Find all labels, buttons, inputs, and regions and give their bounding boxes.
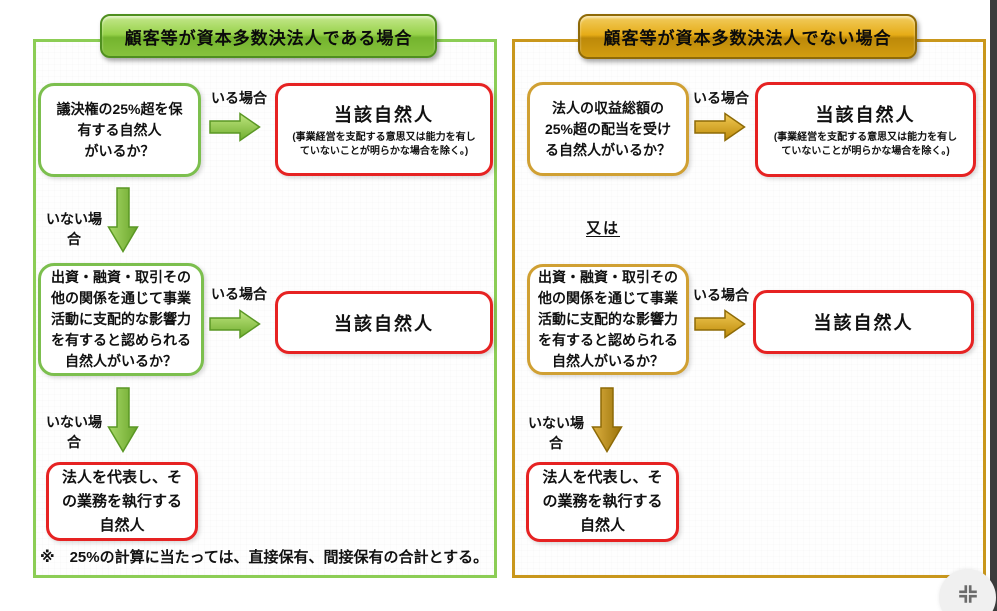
left-panel-header: 顧客等が資本多数決法人である場合 <box>100 14 437 58</box>
left-result-natural-person-1: 当該自然人 (事業経営を支配する意思又は能力を有し ていないことが明らかな場合を… <box>275 83 493 176</box>
compress-icon <box>958 585 977 603</box>
down-arrow-icon <box>107 387 139 453</box>
result-title: 当該自然人 <box>334 313 434 334</box>
right-yes-label-1: いる場合 <box>693 90 749 106</box>
right-arrow-icon <box>209 112 261 142</box>
exit-fullscreen-button[interactable] <box>939 569 996 611</box>
result-title: 当該自然人 <box>813 313 914 333</box>
right-result-natural-person-2: 当該自然人 <box>753 290 974 354</box>
down-arrow-icon <box>591 387 623 453</box>
left-question-controlling-influence: 出資・融資・取引その 他の関係を通じて事業 活動に支配的な影響力 を有すると認め… <box>38 263 204 376</box>
left-no-label-2: いない場合 <box>46 414 102 450</box>
result-note: (事業経営を支配する意思又は能力を有し ていないことが明らかな場合を除く。) <box>292 131 476 157</box>
right-no-label: いない場合 <box>528 415 584 451</box>
left-question-voting-rights: 議決権の25%超を保 有する自然人 がいるか？ <box>38 83 201 177</box>
down-arrow-icon <box>107 187 139 253</box>
left-result-representative: 法人を代表し、そ の業務を執行する 自然人 <box>46 462 198 541</box>
left-no-label-1: いない場合 <box>46 211 102 247</box>
left-panel-footnote: ※ 25%の計算に当たっては、直接保有、間接保有の合計とする。 <box>40 549 489 566</box>
right-arrow-icon <box>209 309 261 339</box>
right-question-dividends: 法人の収益総額の 25%超の配当を受け る自然人がいるか？ <box>527 82 689 176</box>
left-result-natural-person-2: 当該自然人 <box>275 291 493 354</box>
or-connector-label: 又は <box>586 220 621 237</box>
right-arrow-icon <box>694 112 746 142</box>
result-title: 当該自然人 <box>334 104 434 125</box>
right-result-representative: 法人を代表し、そ の業務を執行する 自然人 <box>526 462 679 542</box>
left-yes-label-1: いる場合 <box>211 90 267 106</box>
right-yes-label-2: いる場合 <box>693 287 749 303</box>
right-result-natural-person-1: 当該自然人 (事業経営を支配する意思又は能力を有し ていないことが明らかな場合を… <box>755 82 976 177</box>
result-title: 当該自然人 <box>815 104 916 125</box>
left-yes-label-2: いる場合 <box>211 286 267 302</box>
right-arrow-icon <box>694 309 746 339</box>
result-note: (事業経営を支配する意思又は能力を有し ていないことが明らかな場合を除く。) <box>773 131 958 157</box>
right-edge-strip <box>990 0 997 611</box>
right-panel-header: 顧客等が資本多数決法人でない場合 <box>578 14 917 59</box>
right-question-controlling-influence: 出資・融資・取引その 他の関係を通じて事業 活動に支配的な影響力 を有すると認め… <box>527 264 689 375</box>
